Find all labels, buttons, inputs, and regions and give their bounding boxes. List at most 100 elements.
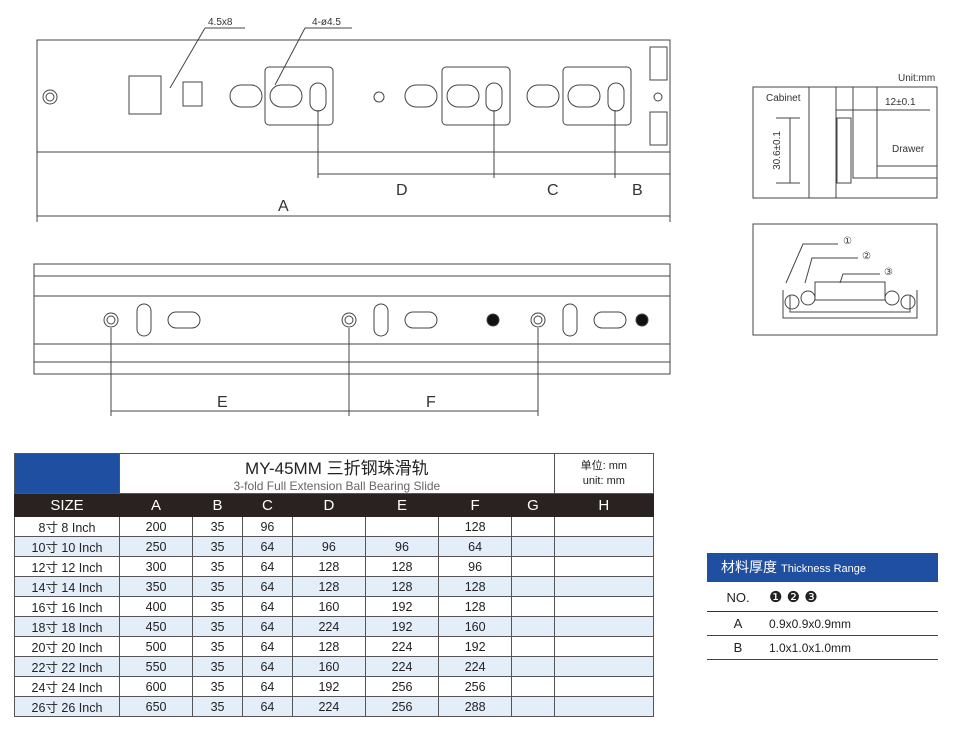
dim-a: A — [278, 198, 289, 215]
table-cell: 128 — [438, 596, 513, 617]
table-cell: 96 — [364, 536, 440, 557]
thickness-title: 材料厚度 Thickness Range — [707, 553, 938, 582]
table-cell — [511, 556, 555, 577]
row-value: 0.9x0.9x0.9mm — [769, 617, 852, 631]
table-cell: 224 — [291, 696, 366, 717]
table-cell: 64 — [241, 596, 293, 617]
cabinet-label: Cabinet — [766, 93, 801, 104]
table-cell — [553, 616, 655, 637]
size-cell: 22寸 22 Inch — [14, 656, 120, 677]
table-cell: 35 — [192, 656, 243, 677]
drawer-label: Drawer — [892, 144, 925, 155]
unit-label: Unit:mm — [898, 73, 936, 84]
table-cell: 160 — [291, 656, 366, 677]
table-cell — [364, 516, 440, 537]
table-cell: 64 — [241, 536, 293, 557]
size-cell: 12寸 12 Inch — [14, 556, 120, 577]
table-cell — [511, 636, 555, 657]
table-cell: 160 — [438, 616, 513, 637]
row-key: A — [733, 616, 743, 631]
table-cell: 64 — [241, 676, 293, 697]
table-cell — [511, 516, 555, 537]
table-cell: 650 — [118, 696, 194, 717]
table-cell: 64 — [241, 696, 293, 717]
column-header: C — [241, 493, 293, 517]
table-cell — [511, 656, 555, 677]
table-cell: 35 — [192, 636, 243, 657]
table-cell: 450 — [118, 616, 194, 637]
table-cell: 224 — [438, 656, 513, 677]
table-cell: 192 — [364, 616, 440, 637]
inner-rail-outline — [33, 263, 671, 375]
slot-group-1 — [229, 66, 334, 126]
thickness-title-cn: 材料厚度 — [721, 559, 777, 575]
thickness-row-b: B 1.0x1.0x1.0mm — [707, 636, 938, 660]
table-cell: 250 — [118, 536, 194, 557]
table-cell: 288 — [438, 696, 513, 717]
table-cell: 128 — [291, 576, 366, 597]
title-cn: MY-45MM 三折钢珠滑轨 — [245, 459, 429, 478]
table-cell — [511, 676, 555, 697]
table-cell — [553, 596, 655, 617]
table-cell — [553, 656, 655, 677]
column-header: H — [553, 493, 655, 517]
column-header: A — [118, 493, 194, 517]
size-cell: 16寸 16 Inch — [14, 596, 120, 617]
table-cell: 224 — [364, 656, 440, 677]
table-cell: 224 — [364, 636, 440, 657]
table-cell — [511, 576, 555, 597]
thickness-header: NO.❶ ❷ ❸ — [707, 586, 938, 612]
table-cell: 128 — [291, 636, 366, 657]
size-cell: 24寸 24 Inch — [14, 676, 120, 697]
column-header: E — [364, 493, 440, 517]
table-cell — [553, 576, 655, 597]
slot-group-2 — [404, 66, 511, 126]
table-cell: 256 — [438, 676, 513, 697]
table-cell: 64 — [241, 616, 293, 637]
table-cell: 160 — [291, 596, 366, 617]
table-cell: 400 — [118, 596, 194, 617]
table-cell: 35 — [192, 516, 243, 537]
product-thumbnail — [14, 453, 120, 494]
column-header: B — [192, 493, 243, 517]
size-cell: 26寸 26 Inch — [14, 696, 120, 717]
table-cell: 128 — [364, 556, 440, 577]
table-cell: 350 — [118, 576, 194, 597]
part-1-label: ① — [843, 236, 852, 247]
unit-en: unit: mm — [582, 474, 625, 487]
row-value: 1.0x1.0x1.0mm — [769, 641, 852, 655]
dim-e: E — [217, 394, 228, 411]
table-cell: 64 — [241, 656, 293, 677]
table-cell: 128 — [438, 516, 513, 537]
size-cell: 10寸 10 Inch — [14, 536, 120, 557]
part-3-label: ③ — [884, 267, 893, 278]
table-cell: 600 — [118, 676, 194, 697]
table-cell: 35 — [192, 616, 243, 637]
part-2-label: ② — [862, 251, 871, 262]
thickness-title-en: Thickness Range — [781, 563, 866, 575]
size-cell: 18寸 18 Inch — [14, 616, 120, 637]
table-cell: 128 — [291, 556, 366, 577]
table-cell — [511, 616, 555, 637]
height-label: 30.6±0.1 — [771, 131, 783, 170]
size-cell: 14寸 14 Inch — [14, 576, 120, 597]
table-cell: 192 — [291, 676, 366, 697]
row-key: B — [733, 640, 743, 655]
mount-hole — [42, 89, 58, 105]
no-label: NO. — [726, 590, 750, 605]
size-cell: 8寸 8 Inch — [14, 516, 120, 537]
table-cell: 200 — [118, 516, 194, 537]
table-cell — [511, 696, 555, 717]
table-cell: 64 — [438, 536, 513, 557]
slot-group-3 — [526, 66, 632, 126]
